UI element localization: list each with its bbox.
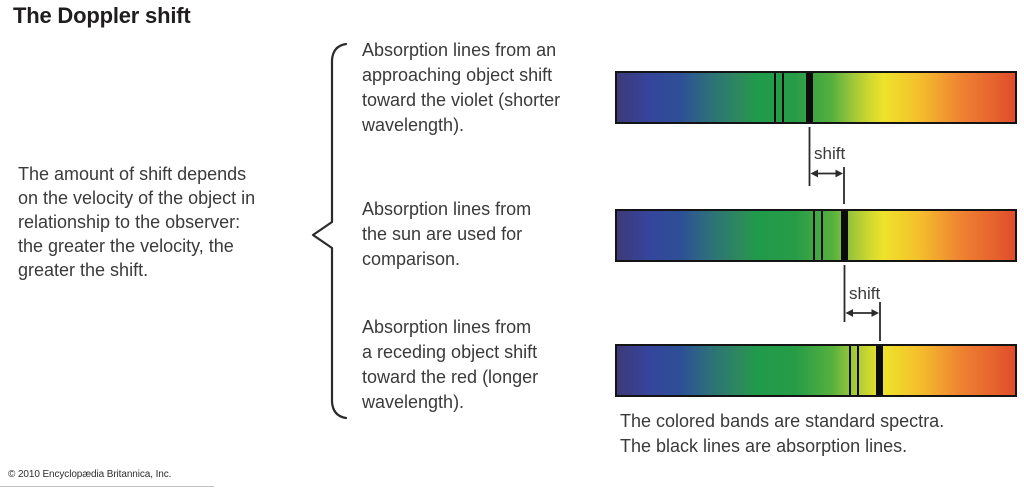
- absorption-line-thick: [841, 211, 848, 260]
- shift-connector-1: [808, 127, 845, 204]
- absorption-line-thick: [876, 346, 883, 395]
- spectrum-bar-sun-reference: [615, 209, 1017, 262]
- spectrum-bar-receding: [615, 344, 1017, 397]
- copyright-notice: © 2010 Encyclopædia Britannica, Inc.: [8, 469, 172, 480]
- absorption-line-thin: [774, 73, 776, 122]
- spectrum-bar-approaching: [615, 71, 1017, 124]
- shift2-arrowhead-left: [845, 309, 853, 317]
- absorption-line-thin: [849, 346, 851, 395]
- shift2-arrowhead-right: [871, 309, 879, 317]
- absorption-line-thin: [857, 346, 859, 395]
- page-title: The Doppler shift: [13, 3, 191, 28]
- shift-connector-2: [843, 265, 881, 341]
- bottom-rule: [0, 486, 214, 487]
- shift-label-1: shift: [814, 144, 846, 163]
- shift1-arrowhead-left: [810, 169, 818, 178]
- annotation-approaching: Absorption lines from an approaching obj…: [362, 40, 561, 135]
- shift1-arrowhead-right: [835, 169, 843, 178]
- shift-label-2: shift: [849, 284, 881, 303]
- spectra-caption: The colored bands are standard spectra. …: [620, 411, 945, 456]
- annotation-sun-reference: Absorption lines from the sun are used f…: [362, 199, 532, 269]
- absorption-line-thin: [782, 73, 784, 122]
- absorption-line-thick: [806, 73, 813, 122]
- absorption-line-thin: [821, 211, 823, 260]
- annotation-receding: Absorption lines from a receding object …: [362, 317, 539, 412]
- absorption-line-thin: [813, 211, 815, 260]
- intro-note: The amount of shift depends on the veloc…: [18, 164, 256, 280]
